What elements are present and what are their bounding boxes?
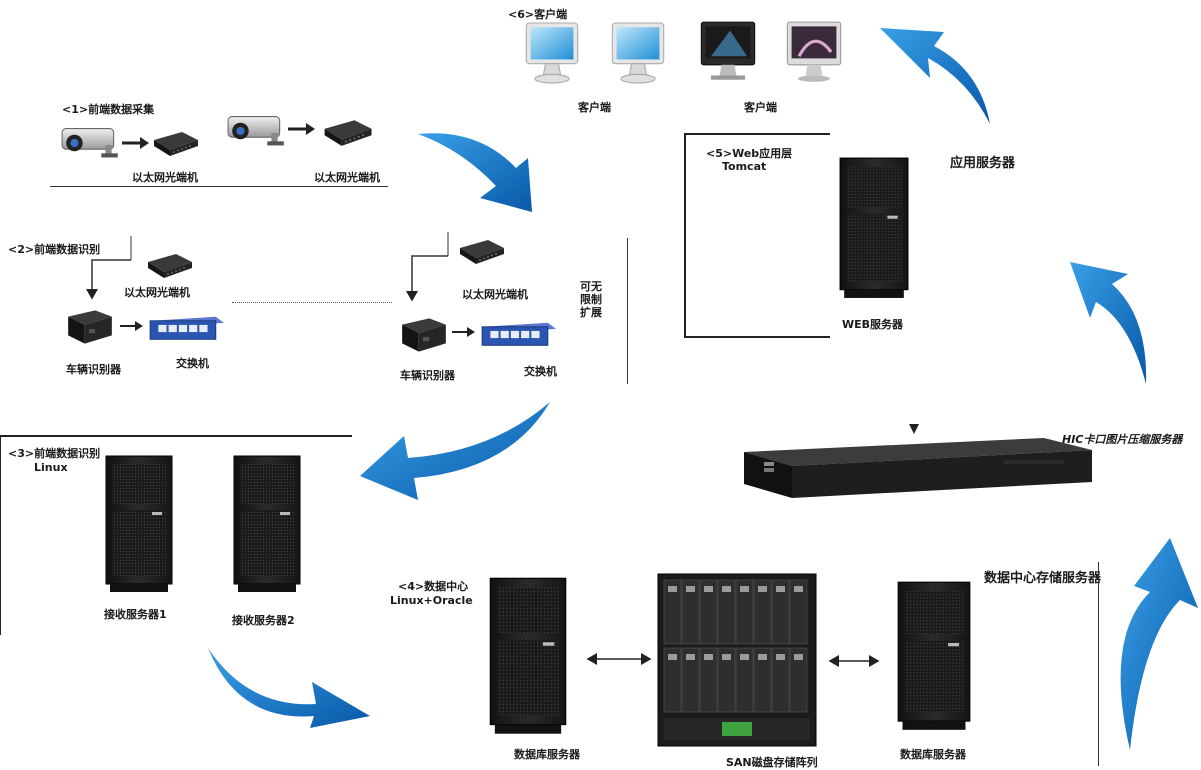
arrow-right-icon bbox=[122, 137, 149, 149]
arrow-right-icon bbox=[452, 327, 475, 337]
section-3-frame bbox=[0, 435, 352, 437]
client-monitor-icon bbox=[525, 22, 579, 84]
fiber-converter-icon bbox=[148, 254, 192, 278]
receive-server-label: 接收服务器2 bbox=[232, 614, 295, 627]
web-server-icon bbox=[839, 157, 909, 299]
section-3-title: <3>前端数据识别 bbox=[8, 447, 101, 460]
dc-storage-server-label: 数据中心存储服务器 bbox=[984, 571, 1102, 586]
fiber-converter-icon bbox=[154, 132, 198, 156]
app-server-label: 应用服务器 bbox=[950, 156, 1016, 171]
section-6-title: <6>客户端 bbox=[508, 8, 568, 21]
bidirectional-arrow-icon bbox=[586, 653, 652, 665]
database-server-icon bbox=[489, 577, 567, 735]
fiber-converter-icon bbox=[460, 240, 504, 264]
switch-label: 交换机 bbox=[524, 365, 557, 378]
switch-label: 交换机 bbox=[176, 357, 209, 370]
rack-server-icon bbox=[744, 438, 1092, 498]
client-monitor-icon bbox=[611, 22, 665, 84]
camera-icon bbox=[61, 128, 119, 158]
hic-server-label: HIC卡口图片压缩服务器 bbox=[1062, 433, 1183, 446]
flow-arrow-icon bbox=[880, 28, 990, 124]
section-5-title: <5>Web应用层 bbox=[706, 147, 793, 160]
dotted-divider bbox=[232, 302, 392, 303]
section-5-subtitle: Tomcat bbox=[722, 160, 767, 173]
network-switch-icon bbox=[149, 316, 225, 340]
network-switch-icon bbox=[481, 322, 557, 346]
client-monitor-icon bbox=[700, 21, 756, 81]
flow-arrow-icon bbox=[1070, 262, 1147, 384]
arrow-right-icon bbox=[120, 321, 143, 331]
vehicle-recognizer-icon bbox=[68, 310, 112, 344]
ethernet-converter-label: 以太网光端机 bbox=[314, 171, 380, 184]
web-layer-frame bbox=[684, 133, 830, 338]
dc-storage-divider bbox=[1098, 562, 1099, 766]
database-server-label: 数据库服务器 bbox=[514, 748, 580, 761]
flow-arrow-icon bbox=[1120, 538, 1198, 750]
expand-label: 可无 bbox=[580, 280, 602, 293]
database-server-label: 数据库服务器 bbox=[900, 748, 966, 761]
client-label: 客户端 bbox=[578, 101, 611, 114]
section-4-title: <4>数据中心 bbox=[398, 580, 469, 593]
section-2-divider bbox=[627, 238, 628, 384]
client-monitor-icon bbox=[785, 20, 843, 84]
section-3-subtitle: Linux bbox=[34, 461, 68, 474]
ethernet-converter-label: 以太网光端机 bbox=[124, 286, 190, 299]
tower-server-icon bbox=[105, 455, 173, 593]
flow-arrow-icon bbox=[418, 133, 532, 212]
expand-label: 扩展 bbox=[580, 306, 602, 319]
san-blade-enclosure-icon bbox=[657, 573, 817, 747]
arrow-right-icon bbox=[288, 123, 315, 135]
expand-label: 限制 bbox=[580, 293, 602, 306]
section-4-subtitle: Linux+Oracle bbox=[390, 594, 473, 607]
fiber-converter-icon bbox=[324, 120, 372, 146]
connector-line bbox=[406, 232, 449, 302]
vehicle-recognizer-icon bbox=[402, 318, 446, 352]
section-2-title: <2>前端数据识别 bbox=[8, 243, 101, 256]
ethernet-converter-label: 以太网光端机 bbox=[462, 288, 528, 301]
san-storage-label: SAN磁盘存储阵列 bbox=[726, 756, 818, 769]
database-server-icon bbox=[897, 581, 971, 731]
client-label: 客户端 bbox=[744, 101, 777, 114]
connector-line bbox=[86, 236, 132, 300]
tower-server-icon bbox=[233, 455, 301, 593]
receive-server-label: 接收服务器1 bbox=[104, 608, 167, 621]
bidirectional-arrow-icon bbox=[828, 655, 880, 667]
section-1-title: <1>前端数据采集 bbox=[62, 103, 155, 116]
vehicle-recognizer-label: 车辆识别器 bbox=[400, 369, 455, 382]
section-3-left-border bbox=[0, 435, 1, 635]
section-1-underline bbox=[50, 186, 388, 187]
triangle-marker-icon bbox=[909, 424, 919, 434]
web-server-label: WEB服务器 bbox=[842, 318, 904, 331]
ethernet-converter-label: 以太网光端机 bbox=[132, 171, 198, 184]
flow-arrow-icon bbox=[208, 648, 370, 728]
camera-icon bbox=[227, 116, 285, 146]
vehicle-recognizer-label: 车辆识别器 bbox=[66, 363, 121, 376]
flow-arrow-icon bbox=[360, 402, 550, 500]
